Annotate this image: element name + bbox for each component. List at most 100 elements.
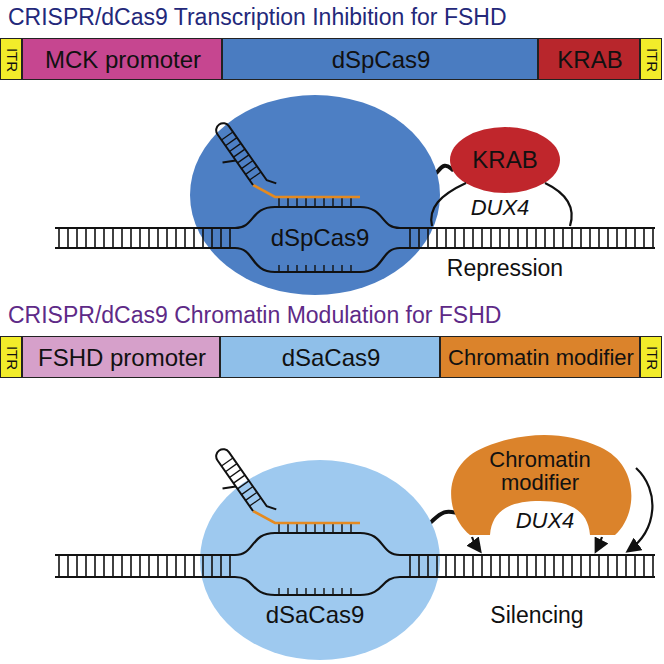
- base-pair: [184, 555, 186, 577]
- base-pair: [454, 228, 456, 248]
- vector-end-box: ITR: [0, 38, 22, 80]
- base-pair: [643, 555, 645, 577]
- panel-title: CRISPR/dCas9 Chromatin Modulation for FS…: [8, 302, 501, 329]
- spreading-arrow: [596, 537, 602, 551]
- base-pair: [112, 228, 114, 248]
- base-pair: [445, 555, 447, 577]
- base-pair: [517, 555, 519, 577]
- node-label: Chromatin modifier: [465, 448, 615, 494]
- node-label: ITR: [4, 346, 20, 370]
- gene-name: DUX4: [471, 195, 530, 221]
- base-pair: [67, 555, 69, 577]
- base-pair: [112, 555, 114, 577]
- panel-title: CRISPR/dCas9 Transcription Inhibition fo…: [8, 4, 507, 31]
- base-pair: [634, 555, 636, 577]
- node-label: dSpCas9: [271, 225, 370, 250]
- base-pair: [157, 555, 159, 577]
- node-label: ITR: [644, 48, 660, 72]
- base-pair: [76, 555, 78, 577]
- effector-box: KRAB: [538, 38, 640, 80]
- linker-connector: [437, 166, 453, 173]
- hairpin-pair: [221, 458, 232, 466]
- base-pair: [139, 555, 141, 577]
- cas9-protein: dSpCas9: [190, 95, 440, 295]
- base-pair: [616, 555, 618, 577]
- base-pair: [571, 555, 573, 577]
- base-pair: [139, 228, 141, 248]
- base-pair: [562, 555, 564, 577]
- base-pair: [589, 555, 591, 577]
- outcome-label: Silencing: [490, 602, 583, 629]
- base-pair: [580, 228, 582, 248]
- base-pair: [121, 228, 123, 248]
- base-pair: [544, 555, 546, 577]
- base-pair: [535, 555, 537, 577]
- base-pair: [652, 228, 654, 248]
- node-label: dSpCas9: [332, 47, 431, 72]
- base-pair: [589, 228, 591, 248]
- base-pair: [625, 228, 627, 248]
- effector-box: Chromatin modifier: [440, 336, 640, 378]
- gene-name: DUX4: [516, 508, 575, 534]
- base-pair: [580, 555, 582, 577]
- base-pair: [67, 228, 69, 248]
- protein-body-shadow: [190, 95, 440, 295]
- outcome-label: Repression: [447, 255, 563, 282]
- effector-domain: KRAB: [450, 127, 560, 193]
- node-fill: [450, 127, 560, 193]
- base-pair: [499, 228, 501, 248]
- base-pair: [544, 228, 546, 248]
- linker-connector: [431, 512, 457, 523]
- base-pair: [148, 555, 150, 577]
- spreading-arrow: [628, 468, 652, 551]
- node-fill: [200, 460, 440, 660]
- promoter-box: FSHD promoter: [22, 336, 220, 378]
- looping-arc: [545, 183, 572, 226]
- base-pair: [508, 228, 510, 248]
- node-outline: [190, 95, 440, 295]
- base-pair: [607, 228, 609, 248]
- base-pair: [472, 555, 474, 577]
- base-pair: [130, 555, 132, 577]
- base-pair: [193, 228, 195, 248]
- node-label: FSHD promoter: [38, 345, 206, 370]
- base-pair: [643, 228, 645, 248]
- base-pair: [157, 228, 159, 248]
- hairpin-pair: [233, 475, 244, 483]
- node-label: ITR: [4, 48, 20, 72]
- node-label: dSaCas9: [282, 345, 381, 370]
- base-pair: [85, 228, 87, 248]
- vector-end-box: ITR: [0, 336, 22, 378]
- base-pair: [598, 228, 600, 248]
- cas9-protein: dSaCas9: [200, 460, 440, 660]
- base-pair: [508, 555, 510, 577]
- spreading-arrow: [472, 537, 480, 551]
- node-label: ITR: [644, 346, 660, 370]
- base-pair: [652, 555, 654, 577]
- vector-end-box: ITR: [640, 336, 662, 378]
- base-pair: [481, 555, 483, 577]
- vector-end-box: ITR: [640, 38, 662, 80]
- base-pair: [130, 228, 132, 248]
- node-label: MCK promoter: [45, 47, 201, 72]
- cas9-box: dSaCas9: [220, 336, 440, 378]
- node-label: KRAB: [557, 47, 622, 72]
- base-pair: [445, 228, 447, 248]
- base-pair: [553, 555, 555, 577]
- base-pair: [58, 555, 60, 577]
- base-pair: [94, 555, 96, 577]
- base-pair: [463, 555, 465, 577]
- base-pair: [94, 228, 96, 248]
- base-pair: [148, 228, 150, 248]
- base-pair: [436, 228, 438, 248]
- base-pair: [175, 555, 177, 577]
- node-label: KRAB: [472, 147, 537, 172]
- node-label: Chromatin modifier: [448, 346, 634, 369]
- base-pair: [85, 555, 87, 577]
- hairpin-pair: [229, 469, 240, 477]
- base-pair: [175, 228, 177, 248]
- base-pair: [598, 555, 600, 577]
- base-pair: [607, 555, 609, 577]
- base-pair: [535, 228, 537, 248]
